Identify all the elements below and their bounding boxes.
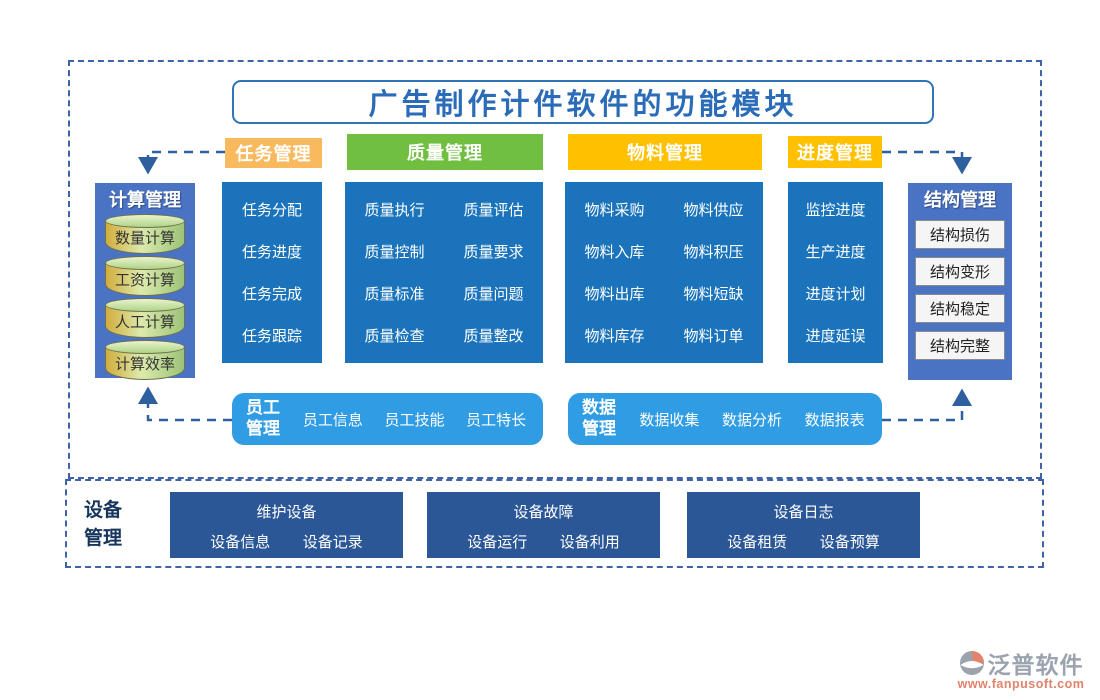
- structure-item: 结构完整: [915, 331, 1005, 360]
- cylinder-top: [105, 298, 185, 312]
- material-item: 物料出库: [584, 286, 645, 304]
- material-item: 物料采购: [584, 201, 645, 219]
- progress-item: 监控进度: [805, 201, 866, 219]
- cylinder-calc-efficiency: 计算效率: [103, 340, 187, 380]
- vendor-brand-text: 泛普软件: [987, 652, 1084, 678]
- quality-row: 质量检查 质量整改: [345, 325, 543, 346]
- material-item: 物料供应: [683, 201, 744, 219]
- equipment-group-items: 设备运行 设备利用: [427, 531, 660, 552]
- material-item: 物料订单: [683, 328, 744, 346]
- cylinder-top: [105, 256, 185, 270]
- quality-item: 质量控制: [364, 243, 425, 261]
- column-task-management: 任务分配 任务进度 任务完成 任务跟踪: [222, 182, 322, 363]
- material-row: 物料采购 物料供应: [565, 199, 763, 220]
- data-item: 数据报表: [804, 411, 865, 429]
- task-item: 任务完成: [241, 286, 302, 304]
- box-data-management: 数据管理 数据收集 数据分析 数据报表: [568, 393, 882, 445]
- page-title: 广告制作计件软件的功能模块: [232, 80, 934, 124]
- material-item: 物料积压: [683, 243, 744, 261]
- structure-item: 结构稳定: [915, 294, 1005, 323]
- cylinder-label: 工资计算: [114, 272, 175, 289]
- group-equipment-log: 设备日志 设备租赁 设备预算: [687, 492, 920, 558]
- cylinder-salary-calc: 工资计算: [103, 256, 187, 296]
- quality-item: 质量执行: [364, 201, 425, 219]
- equipment-frame: [65, 479, 1044, 568]
- material-row: 物料入库 物料积压: [565, 241, 763, 262]
- vendor-url-text: www.fanpusoft.com: [957, 677, 1085, 691]
- equipment-item: 设备租赁: [727, 534, 788, 551]
- structure-item: 结构变形: [915, 257, 1005, 286]
- material-row: 物料出库 物料短缺: [565, 283, 763, 304]
- quality-row: 质量执行 质量评估: [345, 199, 543, 220]
- quality-row: 质量控制 质量要求: [345, 241, 543, 262]
- page-title-text: 广告制作计件软件的功能模块: [368, 87, 798, 121]
- cylinder-top: [105, 214, 185, 228]
- equipment-group-items: 设备租赁 设备预算: [687, 531, 920, 552]
- panel-calculation-title: 计算管理: [109, 190, 181, 211]
- cylinder-quantity-calc: 数量计算: [103, 214, 187, 254]
- staff-management-label: 员工管理: [246, 397, 280, 439]
- quality-item: 质量要求: [463, 243, 524, 261]
- header-progress-management: 进度管理: [788, 136, 882, 168]
- task-item: 任务分配: [241, 201, 302, 219]
- equipment-item: 设备运行: [467, 534, 528, 551]
- data-management-label: 数据管理: [582, 397, 616, 439]
- column-quality-management: 质量执行 质量评估 质量控制 质量要求 质量标准 质量问题 质量检查 质量整改: [345, 182, 543, 363]
- staff-item: 员工信息: [302, 411, 363, 429]
- equipment-group-items: 设备信息 设备记录: [170, 531, 403, 552]
- panel-structure-management: 结构管理 结构损伤 结构变形 结构稳定 结构完整: [908, 183, 1012, 380]
- data-item: 数据收集: [639, 411, 700, 429]
- progress-item: 进度计划: [805, 286, 866, 304]
- data-items: 数据收集 数据分析 数据报表: [622, 409, 882, 430]
- equipment-management-label: 设备管理: [84, 499, 123, 549]
- cylinder-label: 数量计算: [114, 230, 175, 247]
- cylinder-label: 人工计算: [114, 314, 175, 331]
- material-item: 物料短缺: [683, 286, 744, 304]
- quality-item: 质量问题: [463, 286, 524, 304]
- staff-item: 员工特长: [466, 411, 527, 429]
- quality-row: 质量标准 质量问题: [345, 283, 543, 304]
- main-module-frame: [68, 60, 1042, 479]
- task-item: 任务跟踪: [241, 328, 302, 346]
- column-material-management: 物料采购 物料供应 物料入库 物料积压 物料出库 物料短缺 物料库存 物料订单: [565, 182, 763, 363]
- quality-item: 质量整改: [463, 328, 524, 346]
- progress-item: 生产进度: [805, 243, 866, 261]
- header-material-management: 物料管理: [568, 134, 762, 170]
- cylinder-labor-calc: 人工计算: [103, 298, 187, 338]
- quality-item: 质量标准: [364, 286, 425, 304]
- equipment-group-title: 维护设备: [256, 504, 317, 521]
- structure-item: 结构损伤: [915, 220, 1005, 249]
- equipment-item: 设备预算: [819, 534, 880, 551]
- material-item: 物料入库: [584, 243, 645, 261]
- column-progress-management: 监控进度 生产进度 进度计划 进度延误: [788, 182, 883, 363]
- panel-calculation-management: 计算管理 数量计算 工资计算 人工计算 计算效率: [95, 183, 195, 380]
- task-item: 任务进度: [241, 243, 302, 261]
- header-task-management: 任务管理: [225, 138, 322, 168]
- box-staff-management: 员工管理 员工信息 员工技能 员工特长: [232, 393, 543, 445]
- panel-structure-title: 结构管理: [924, 190, 996, 211]
- cylinder-label: 计算效率: [114, 356, 175, 373]
- header-quality-management: 质量管理: [347, 134, 543, 170]
- group-equipment-fault: 设备故障 设备运行 设备利用: [427, 492, 660, 558]
- equipment-item: 设备信息: [210, 534, 271, 551]
- quality-item: 质量评估: [463, 201, 524, 219]
- material-row: 物料库存 物料订单: [565, 325, 763, 346]
- vendor-logo: 泛普软件 www.fanpusoft.com: [946, 646, 1096, 691]
- equipment-group-title: 设备日志: [773, 504, 834, 521]
- staff-items: 员工信息 员工技能 员工特长: [286, 409, 543, 430]
- equipment-item: 设备利用: [559, 534, 620, 551]
- equipment-item: 设备记录: [302, 534, 363, 551]
- material-item: 物料库存: [584, 328, 645, 346]
- group-equipment-maintenance: 维护设备 设备信息 设备记录: [170, 492, 403, 558]
- cylinder-top: [105, 340, 185, 354]
- quality-item: 质量检查: [364, 328, 425, 346]
- progress-item: 进度延误: [805, 328, 866, 346]
- data-item: 数据分析: [721, 411, 782, 429]
- fanpu-logo-icon: [959, 650, 985, 676]
- equipment-group-title: 设备故障: [513, 504, 574, 521]
- staff-item: 员工技能: [384, 411, 445, 429]
